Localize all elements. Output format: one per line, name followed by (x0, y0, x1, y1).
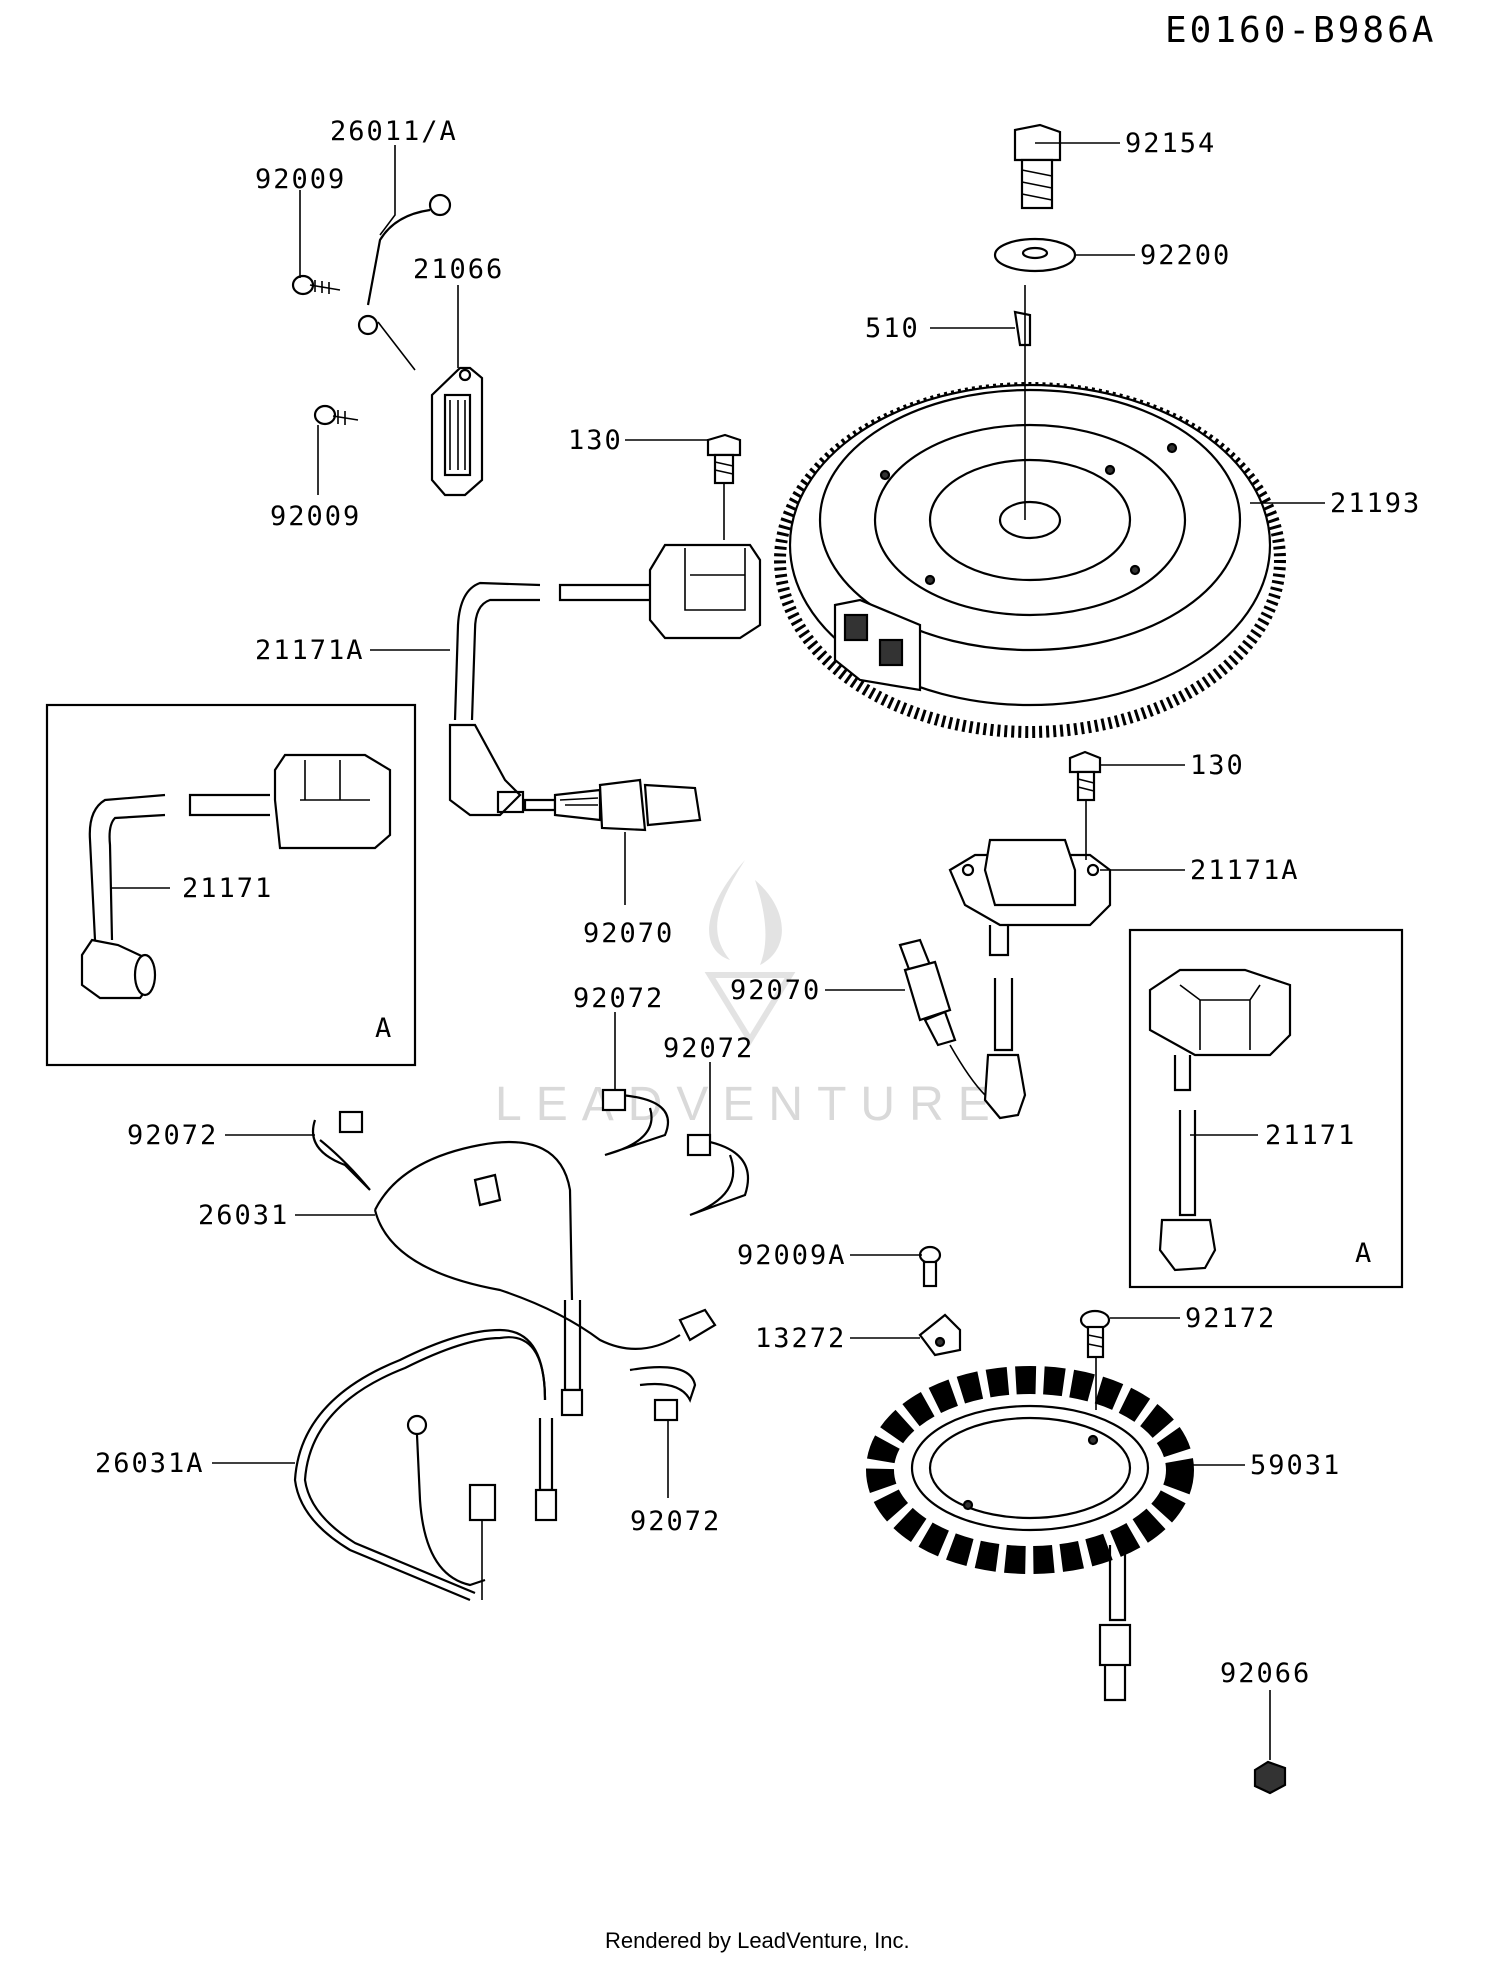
callout-21171-inset-right: 21171 (1265, 1120, 1356, 1151)
callout-21171A-left: 21171A (255, 635, 365, 666)
spark-plug-92070-left[interactable] (523, 778, 702, 905)
inset-box-left (45, 703, 417, 1067)
bracket-13272[interactable] (918, 1313, 962, 1357)
ignition-coil-inset-right[interactable] (1148, 968, 1292, 1272)
watermark: LEADVENTURE (495, 860, 1004, 1131)
bolt-130-top[interactable] (706, 433, 742, 540)
callout-13272: 13272 (755, 1323, 846, 1354)
callout-92200: 92200 (1140, 240, 1231, 271)
clamp-92072-d[interactable] (629, 1366, 697, 1422)
callout-21171-inset-left: 21171 (182, 873, 273, 904)
callout-92009-top: 92009 (255, 164, 346, 195)
key-510[interactable] (1013, 310, 1032, 347)
spark-plug-92070-right[interactable] (898, 938, 986, 1096)
inset-box-right (1128, 928, 1404, 1289)
watermark-text: LEADVENTURE (495, 1078, 1004, 1131)
stator-59031[interactable] (866, 1366, 1194, 1702)
clamp-92072-a[interactable] (601, 1088, 670, 1157)
clamp-92072-c[interactable] (311, 1110, 371, 1191)
leader-lines (110, 142, 1325, 1760)
callout-21066: 21066 (413, 254, 504, 285)
callout-26011A: 26011/A (330, 116, 458, 147)
callout-130-right: 130 (1190, 750, 1245, 781)
callout-26031A: 26031A (95, 1448, 205, 1479)
clamp-92072-b[interactable] (686, 1133, 750, 1217)
callout-92070-right: 92070 (730, 975, 821, 1006)
screw-92009-bottom[interactable] (313, 404, 359, 426)
callout-92009A: 92009A (737, 1240, 847, 1271)
callout-92072-a: 92072 (573, 983, 664, 1014)
wire-harness-26031A[interactable] (293, 1328, 558, 1602)
callout-92072-d: 92072 (630, 1506, 721, 1537)
ignition-coil-inset-left[interactable] (80, 753, 392, 1000)
callout-510: 510 (865, 313, 920, 344)
footer-credit: Rendered by LeadVenture, Inc. (605, 1928, 910, 1953)
callout-26031: 26031 (198, 1200, 289, 1231)
callout-A-right: A (1355, 1238, 1373, 1269)
regulator-21066[interactable] (430, 366, 484, 497)
flywheel[interactable] (774, 382, 1286, 738)
screw-92009A[interactable] (918, 1245, 942, 1288)
callout-92066: 92066 (1220, 1658, 1311, 1689)
callout-59031: 59031 (1250, 1450, 1341, 1481)
callout-labels: 26011/A 92009 21066 92009 92154 92200 51… (95, 116, 1421, 1689)
ignition-coil-21171A-top[interactable] (448, 543, 762, 817)
wire-harness-26031[interactable] (373, 1140, 717, 1417)
callout-92009-bottom: 92009 (270, 501, 361, 532)
callout-92072-b: 92072 (663, 1033, 754, 1064)
nut-92066[interactable] (1253, 1760, 1287, 1795)
washer-92200[interactable] (993, 237, 1077, 273)
callout-92172: 92172 (1185, 1303, 1276, 1334)
callout-130-top: 130 (568, 425, 623, 456)
callout-A-left: A (375, 1013, 393, 1044)
bolt-92172[interactable] (1079, 1309, 1111, 1410)
callout-21171A-right: 21171A (1190, 855, 1300, 886)
ignition-coil-21171A-right[interactable] (948, 838, 1112, 1120)
bolt-92154[interactable] (1013, 123, 1062, 210)
callout-92072-c: 92072 (127, 1120, 218, 1151)
diagram-code: E0160-B986A (1165, 10, 1436, 51)
bolt-130-right[interactable] (1068, 750, 1102, 860)
callout-92070-left: 92070 (583, 918, 674, 949)
screw-92009-top[interactable] (291, 274, 341, 296)
callout-92154: 92154 (1125, 128, 1216, 159)
callout-21193: 21193 (1330, 488, 1421, 519)
ground-wire-26011A[interactable] (357, 193, 452, 371)
